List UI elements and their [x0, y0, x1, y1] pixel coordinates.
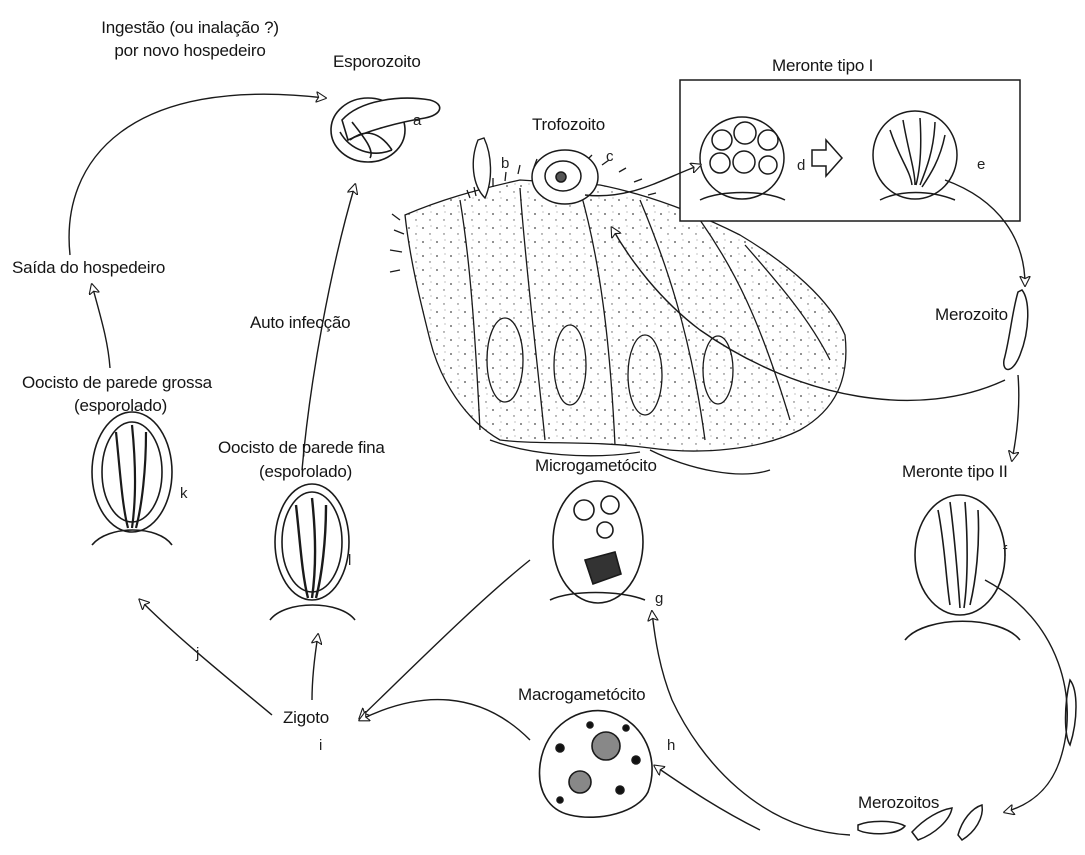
label-oocisto-fina-1: Oocisto de parede fina [218, 438, 385, 458]
letter-f: f [1003, 543, 1007, 560]
letter-j: j [196, 645, 199, 662]
label-oocisto-fina-2: (esporolado) [259, 462, 352, 482]
label-meronte-tipo-1: Meronte tipo I [772, 56, 873, 76]
letter-k: k [180, 485, 188, 502]
oocisto-parede-fina-cell [270, 484, 355, 620]
label-merozoito: Merozoito [935, 305, 1008, 325]
merozoitos-group [858, 680, 1076, 840]
letter-c: c [606, 148, 614, 165]
label-oocisto-grossa-2: (esporolado) [74, 396, 167, 416]
label-macrogametocito: Macrogametócito [518, 685, 645, 705]
letter-l: l [348, 552, 351, 569]
letter-g: g [655, 590, 663, 607]
meronte-tipo-2-cell [905, 495, 1020, 640]
label-ingestao: Ingestão (ou inalação ?) [85, 18, 295, 38]
sporozoite-attaching [473, 138, 490, 198]
label-zigoto: Zigoto [283, 708, 329, 728]
label-meronte-tipo-2: Meronte tipo II [902, 462, 1008, 482]
label-merozoitos: Merozoitos [858, 793, 939, 813]
meronte-tipo-1-box [680, 80, 1020, 221]
letter-h: h [667, 737, 675, 754]
microgametocito-cell [550, 481, 645, 603]
letter-a: a [413, 112, 421, 129]
label-trofozoito: Trofozoito [532, 115, 605, 135]
letter-i: i [319, 737, 322, 754]
letter-b: b [501, 155, 509, 172]
label-auto-infeccao: Auto infecção [250, 313, 350, 333]
letter-e: e [977, 156, 985, 173]
label-oocisto-grossa-1: Oocisto de parede grossa [22, 373, 212, 393]
label-novo-hospedeiro: por novo hospedeiro [85, 41, 295, 61]
letter-d: d [797, 157, 805, 174]
merozoito-single [1004, 290, 1028, 370]
label-saida: Saída do hospedeiro [12, 258, 165, 278]
label-microgametocito: Microgametócito [535, 456, 657, 476]
oocisto-parede-grossa-cell [92, 412, 172, 545]
label-esporozoito: Esporozoito [333, 52, 421, 72]
esporozoito-cyst [331, 98, 440, 162]
macrogametocito-cell [540, 711, 653, 818]
